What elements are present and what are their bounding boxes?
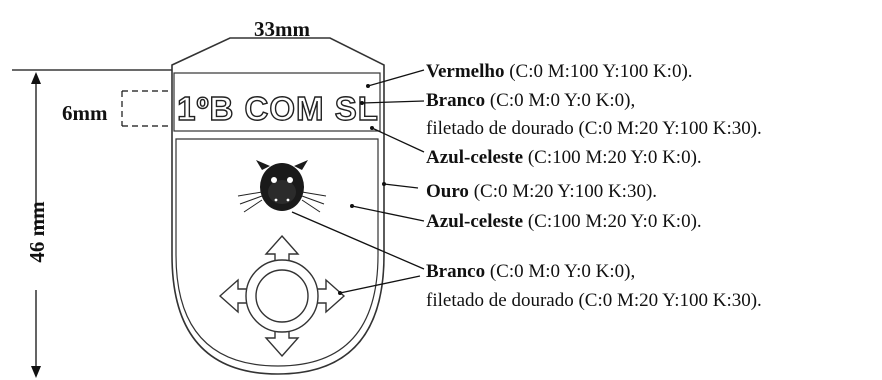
callout-azul-celeste-1-name: Azul-celeste (426, 147, 523, 168)
callout-vermelho-value: (C:0 M:100 Y:100 K:0). (504, 61, 692, 82)
callout-ouro: Ouro (C:0 M:20 Y:100 K:30). (426, 181, 657, 202)
arrow-down-icon (31, 366, 41, 378)
callout-ouro-value: (C:0 M:20 Y:100 K:30). (469, 181, 657, 202)
band-label: 6mm (62, 101, 108, 125)
leader-ouro (383, 183, 419, 189)
directional-arrows-icon (218, 234, 346, 358)
leader-azul-2 (351, 205, 425, 222)
leader-branco-2b (339, 275, 421, 294)
leader-lines (291, 69, 425, 295)
callout-vermelho: Vermelho (C:0 M:100 Y:100 K:0). (426, 61, 693, 82)
height-dimension: 46 mm (12, 69, 172, 378)
callout-azul-celeste-1: Azul-celeste (C:100 M:20 Y:0 K:0). (426, 147, 702, 168)
height-label: 46 mm (25, 201, 49, 263)
callout-branco-1-value: (C:0 M:0 Y:0 K:0), (485, 90, 635, 111)
arrow-up-icon (31, 72, 41, 84)
callout-branco-2-line2: filetado de dourado (C:0 M:20 Y:100 K:30… (426, 290, 762, 311)
jaguar-head-icon (237, 160, 327, 213)
callout-azul-celeste-1-value: (C:100 M:20 Y:0 K:0). (523, 147, 702, 168)
callout-labels: Vermelho (C:0 M:100 Y:100 K:0). Branco (… (426, 61, 762, 311)
callout-branco-2-name: Branco (426, 261, 485, 282)
banner-text: 1ºB COM SL (177, 90, 379, 127)
callout-ouro-name: Ouro (426, 181, 469, 202)
width-label: 33mm (254, 17, 310, 41)
callout-branco-1-line2: filetado de dourado (C:0 M:20 Y:100 K:30… (426, 118, 762, 139)
shield-inner-field (175, 138, 379, 367)
callout-branco-2: Branco (C:0 M:0 Y:0 K:0), (426, 261, 635, 282)
band-dimension-dashes (121, 90, 176, 127)
callout-branco-1-name: Branco (426, 90, 485, 111)
callout-vermelho-name: Vermelho (426, 61, 504, 82)
callout-azul-celeste-2-name: Azul-celeste (426, 211, 523, 232)
leader-branco-1 (361, 100, 425, 104)
leader-vermelho (367, 69, 425, 87)
callout-branco-2-value: (C:0 M:0 Y:0 K:0), (485, 261, 635, 282)
callout-branco-1: Branco (C:0 M:0 Y:0 K:0), (426, 90, 635, 111)
leader-azul-1 (371, 127, 425, 153)
leader-branco-2a (291, 211, 425, 270)
callout-azul-celeste-2: Azul-celeste (C:100 M:20 Y:0 K:0). (426, 211, 702, 232)
callout-azul-celeste-2-value: (C:100 M:20 Y:0 K:0). (523, 211, 702, 232)
